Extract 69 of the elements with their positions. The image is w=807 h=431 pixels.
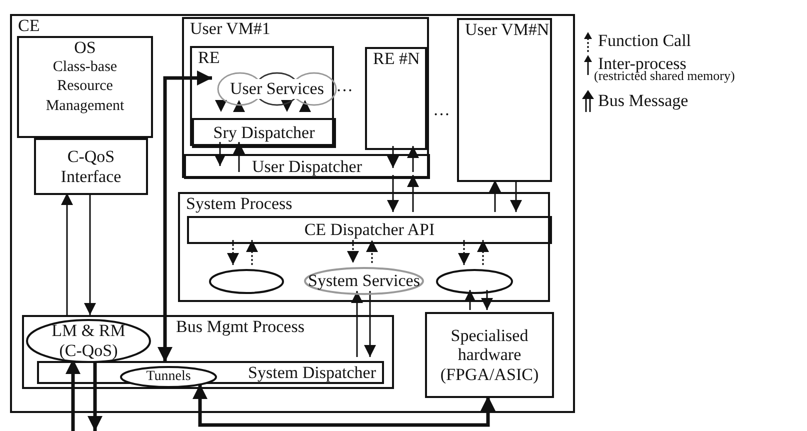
arrow [158, 70, 212, 362]
arrow [407, 175, 419, 212]
arrow [214, 142, 226, 166]
node-label: System Process [186, 194, 292, 214]
component-box [365, 47, 427, 150]
arrow [387, 175, 399, 212]
arrow [464, 290, 476, 310]
node-label: Specialised hardware (FPGA/ASIC) [439, 326, 540, 384]
node-label: User Dispatcher [252, 157, 362, 177]
arrow [510, 180, 522, 212]
node-label: CE Dispatcher API [304, 220, 435, 240]
node-label: RE #N [373, 49, 420, 69]
component-box [187, 216, 552, 244]
arrow [364, 291, 376, 357]
node-label: User VM#1 [190, 19, 270, 39]
service-cluster [218, 72, 336, 106]
legend-text: Inter-process [598, 54, 686, 73]
component-box [184, 154, 430, 179]
node-label: LM & RM (C-QoS) [51, 321, 126, 361]
node-label: Bus Mgmt Process [176, 317, 304, 337]
node-label: System Services [308, 271, 420, 291]
function-call-arrow [227, 240, 239, 265]
legend-text: Function Call [598, 31, 692, 51]
service-ellipse [436, 269, 513, 294]
arrow [489, 180, 501, 212]
node-label: Tunnels [146, 368, 191, 386]
node-label: CE [18, 16, 40, 36]
arrow [233, 142, 245, 172]
arrow [192, 384, 496, 427]
service-ellipse [120, 366, 217, 388]
service-ellipse [26, 319, 151, 363]
component-box [34, 138, 148, 195]
arrow [351, 291, 363, 357]
component-box [190, 46, 334, 146]
function-call-arrow [477, 240, 489, 265]
function-call-arrow [458, 240, 470, 265]
node-label: Class-base Resource Management [44, 58, 126, 116]
box-heading: OS [74, 38, 96, 58]
node-label: System Dispatcher [248, 362, 376, 382]
arrow [84, 193, 96, 315]
node-label: C-QoS Interface [60, 146, 122, 186]
node-label: User VM#N [465, 20, 550, 40]
function-call-arrow [281, 100, 293, 112]
legend-text: Bus Message [598, 91, 688, 111]
component-box [182, 17, 429, 178]
function-call-arrow [299, 100, 311, 112]
component-box [178, 192, 550, 302]
arrow [387, 146, 399, 168]
component-box [22, 315, 394, 389]
function-call-arrow [246, 240, 258, 265]
node-label: RE [198, 48, 220, 68]
service-ellipse [209, 269, 284, 294]
service-ellipse [304, 267, 424, 295]
function-call-arrow [347, 240, 359, 263]
function-call-arrow [233, 100, 245, 112]
component-box [457, 18, 552, 182]
arrow [407, 146, 419, 172]
component-box [425, 312, 554, 398]
node-label: User Services [228, 79, 326, 99]
arrow [481, 290, 493, 310]
node-label: Sry Dispatcher [213, 123, 315, 143]
component-box [17, 36, 153, 138]
ellipsis-label: … [433, 100, 450, 120]
function-call-arrow [215, 100, 227, 112]
arrow [61, 193, 73, 315]
function-call-arrow [366, 240, 378, 263]
ellipsis-label: … [336, 76, 353, 96]
component-box [192, 118, 336, 148]
component-box [10, 14, 575, 413]
